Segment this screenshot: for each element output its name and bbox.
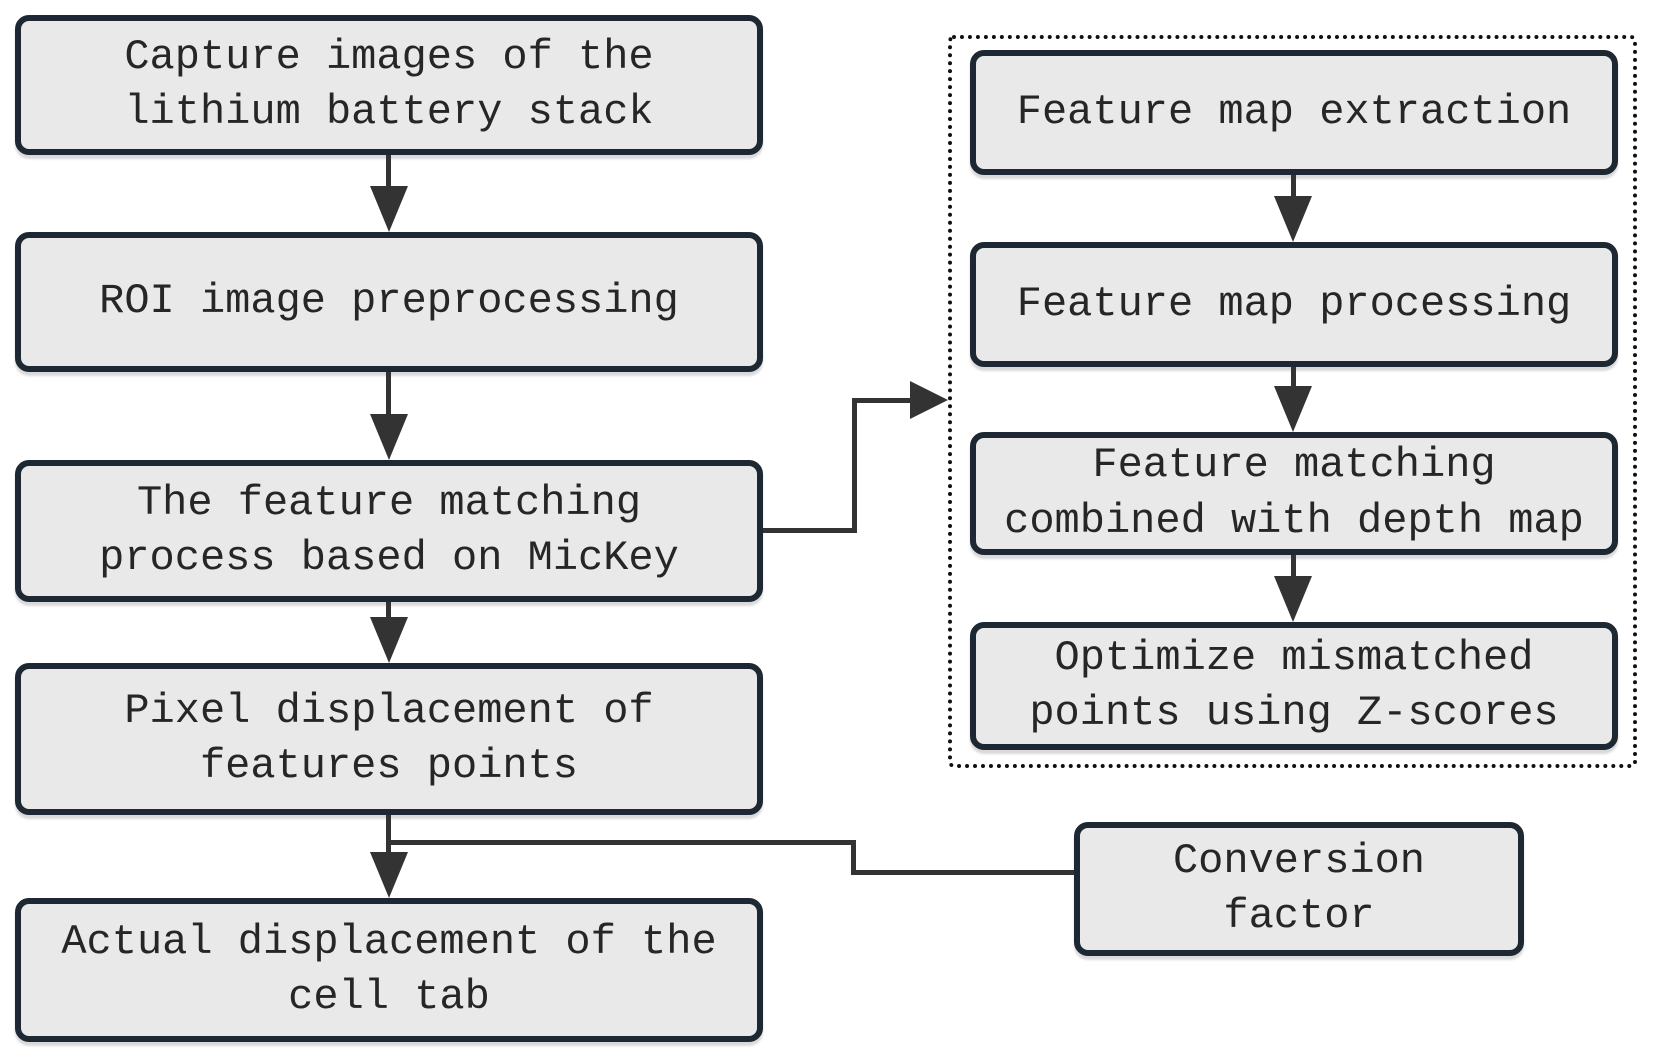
connector-conversion-horizontal-upper <box>389 840 855 845</box>
connector-mickey-to-group-vertical <box>852 398 857 533</box>
arrow-depthmatch-to-optimize-shaft <box>1291 555 1296 580</box>
arrow-roi-to-matching-shaft <box>386 372 391 418</box>
connector-conversion-horizontal-lower <box>851 870 1074 875</box>
connector-mickey-to-group-head <box>910 381 948 419</box>
connector-mickey-to-group-horizontal-lower <box>763 528 857 533</box>
arrow-extraction-to-processing-shaft <box>1291 175 1296 200</box>
flow-box-feature-matching-depth-map: Feature matching combined with depth map <box>970 432 1618 555</box>
flow-box-actual-displacement: Actual displacement of the cell tab <box>15 898 763 1042</box>
flow-box-capture-images: Capture images of the lithium battery st… <box>15 15 763 155</box>
flow-box-conversion-factor: Conversion factor <box>1074 822 1524 956</box>
flow-box-pixel-displacement: Pixel displacement of features points <box>15 663 763 815</box>
mickey-steps-group-outline <box>948 35 1637 768</box>
arrow-pixel-to-actual-head <box>370 852 408 898</box>
arrow-depthmatch-to-optimize-head <box>1274 576 1312 622</box>
arrow-capture-to-roi-head <box>370 186 408 232</box>
flow-box-feature-map-processing: Feature map processing <box>970 242 1618 367</box>
arrow-processing-to-depthmatch-shaft <box>1291 367 1296 390</box>
flow-box-feature-map-extraction: Feature map extraction <box>970 50 1618 175</box>
flow-box-optimize-zscores: Optimize mismatched points using Z-score… <box>970 622 1618 750</box>
arrow-matching-to-pixel-head <box>370 617 408 663</box>
arrow-matching-to-pixel-shaft <box>386 602 391 621</box>
flow-box-feature-matching-mickey: The feature matching process based on Mi… <box>15 460 763 602</box>
connector-conversion-vertical-step <box>851 840 856 875</box>
arrow-pixel-to-actual-shaft <box>386 815 391 856</box>
arrow-extraction-to-processing-head <box>1274 196 1312 242</box>
arrow-processing-to-depthmatch-head <box>1274 386 1312 432</box>
flow-box-roi-preprocessing: ROI image preprocessing <box>15 232 763 372</box>
arrow-roi-to-matching-head <box>370 414 408 460</box>
connector-mickey-to-group-horizontal-upper <box>852 398 912 403</box>
arrow-capture-to-roi-shaft <box>386 155 391 190</box>
